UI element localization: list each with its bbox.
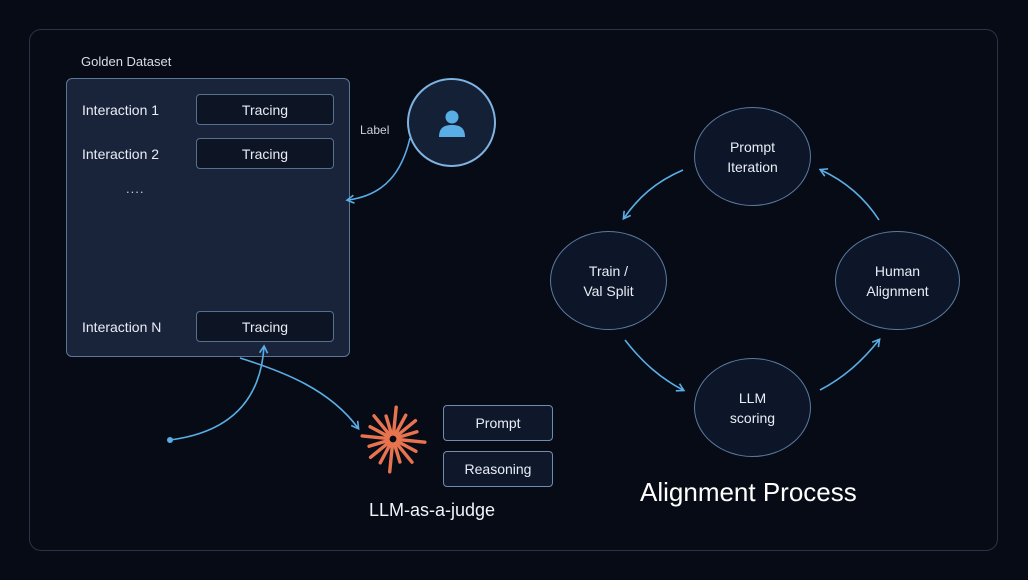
node-train-val-split: Train / Val Split bbox=[550, 231, 667, 330]
interaction-2-tracing: Tracing bbox=[196, 138, 334, 169]
cycle-arrow-prompt-to-train bbox=[622, 169, 684, 221]
node-human-alignment: Human Alignment bbox=[835, 231, 960, 330]
starburst-ray bbox=[360, 434, 390, 441]
starburst-ray bbox=[367, 438, 390, 448]
starburst-ray bbox=[378, 441, 393, 465]
node-human-alignment-label: Human Alignment bbox=[866, 262, 929, 299]
alignment-title: Alignment Process bbox=[640, 477, 857, 507]
judge-title: LLM-as-a-judge bbox=[369, 500, 496, 520]
judge-prompt-chip: Prompt bbox=[443, 405, 553, 441]
interaction-n-tracing: Tracing bbox=[196, 311, 334, 342]
interaction-n-label: Interaction N bbox=[82, 319, 162, 335]
starburst-ray bbox=[368, 440, 391, 460]
golden-dataset-title: Golden Dataset bbox=[81, 54, 172, 69]
starburst-ray bbox=[395, 418, 418, 438]
node-prompt-iteration-label: Prompt Iteration bbox=[727, 138, 778, 175]
cycle-arrow-llm-to-human bbox=[819, 337, 881, 391]
starburst-ray bbox=[395, 439, 418, 453]
starburst-ray bbox=[396, 430, 419, 440]
label-arrow bbox=[345, 137, 411, 204]
node-train-val-split-label: Train / Val Split bbox=[583, 262, 634, 299]
judge-reasoning-chip: Reasoning bbox=[443, 451, 553, 487]
starburst-ray bbox=[393, 413, 408, 437]
cycle-arrow-train-to-llm bbox=[624, 339, 686, 392]
starburst-ray bbox=[368, 425, 391, 439]
starburst-icon bbox=[360, 405, 427, 474]
starburst-ray bbox=[388, 442, 395, 474]
starburst-ray bbox=[372, 414, 392, 437]
starburst-ray bbox=[384, 414, 394, 436]
node-llm-scoring: LLM scoring bbox=[694, 358, 811, 457]
labeler-node bbox=[407, 78, 496, 167]
node-prompt-iteration: Prompt Iteration bbox=[694, 107, 811, 206]
user-icon bbox=[438, 110, 465, 137]
interaction-1-label: Interaction 1 bbox=[82, 102, 160, 118]
starburst-ray bbox=[394, 441, 414, 464]
diagram-frame bbox=[29, 29, 998, 551]
cycle-arrow-human-to-prompt bbox=[818, 168, 880, 221]
label-edge-text: Label bbox=[360, 123, 390, 137]
starburst-ray bbox=[391, 405, 398, 436]
dataset-ellipsis: .... bbox=[126, 181, 145, 196]
interaction-1-tracing: Tracing bbox=[196, 94, 334, 125]
dataset-to-judge-arrow bbox=[239, 357, 360, 431]
interaction-2-label: Interaction 2 bbox=[82, 146, 160, 162]
input-start-dot bbox=[167, 437, 173, 443]
starburst-ray bbox=[396, 437, 427, 444]
node-llm-scoring-label: LLM scoring bbox=[729, 389, 776, 426]
starburst-ray bbox=[392, 442, 402, 464]
